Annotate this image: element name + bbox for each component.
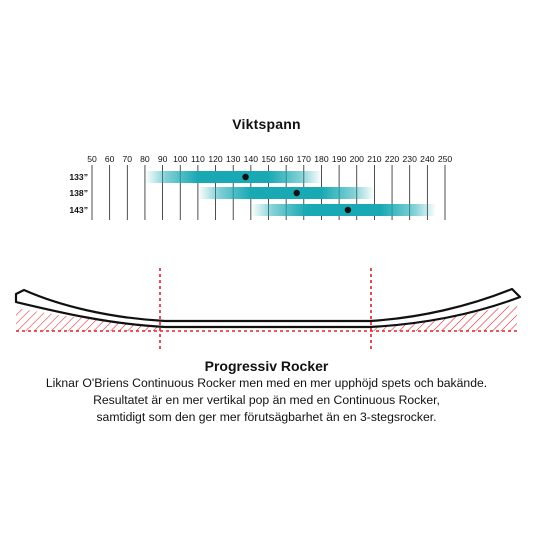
board-size-label: 143” xyxy=(69,205,88,215)
range-bar xyxy=(197,187,375,199)
x-tick-label: 250 xyxy=(438,154,453,164)
description-line-2: Resultatet är en mer vertikal pop än med… xyxy=(93,393,440,407)
tip-hatch-area xyxy=(16,308,160,331)
x-tick-label: 60 xyxy=(105,154,115,164)
x-tick-label: 180 xyxy=(314,154,329,164)
range-bar xyxy=(144,171,322,183)
x-tick-label: 110 xyxy=(191,154,205,164)
recommended-weight-marker xyxy=(293,189,300,197)
x-tick-label: 150 xyxy=(261,154,276,164)
x-tick-label: 200 xyxy=(350,154,365,164)
x-tick-label: 50 xyxy=(87,154,97,164)
x-tick-label: 80 xyxy=(140,154,150,164)
board-size-label: 133” xyxy=(69,172,88,182)
x-tick-label: 210 xyxy=(367,154,382,164)
description-line-3: samtidigt som den ger mer förutsägbarhet… xyxy=(96,410,437,424)
chart-title: Viktspann xyxy=(232,116,301,132)
description-line-1: Liknar O'Briens Continuous Rocker men me… xyxy=(45,376,488,390)
x-tick-label: 190 xyxy=(332,154,347,164)
profile-title: Progressiv Rocker xyxy=(204,358,329,374)
recommended-weight-marker xyxy=(344,206,352,214)
x-tick-label: 70 xyxy=(123,154,133,164)
x-tick-label: 160 xyxy=(279,154,294,164)
rocker-profile-diagram xyxy=(14,268,522,352)
x-tick-label: 100 xyxy=(173,154,188,164)
board-profile xyxy=(14,287,522,329)
x-tick-label: 120 xyxy=(208,154,223,164)
x-tick-label: 140 xyxy=(244,154,259,164)
x-tick-label: 170 xyxy=(297,154,312,164)
x-tick-label: 130 xyxy=(226,154,241,164)
board-size-label: 138” xyxy=(69,188,88,198)
x-tick-label: 90 xyxy=(158,154,168,164)
x-tick-label: 240 xyxy=(420,154,435,164)
x-tick-label: 230 xyxy=(403,154,418,164)
x-tick-label: 220 xyxy=(385,154,400,164)
range-bar xyxy=(250,204,437,216)
recommended-weight-marker xyxy=(242,173,249,181)
